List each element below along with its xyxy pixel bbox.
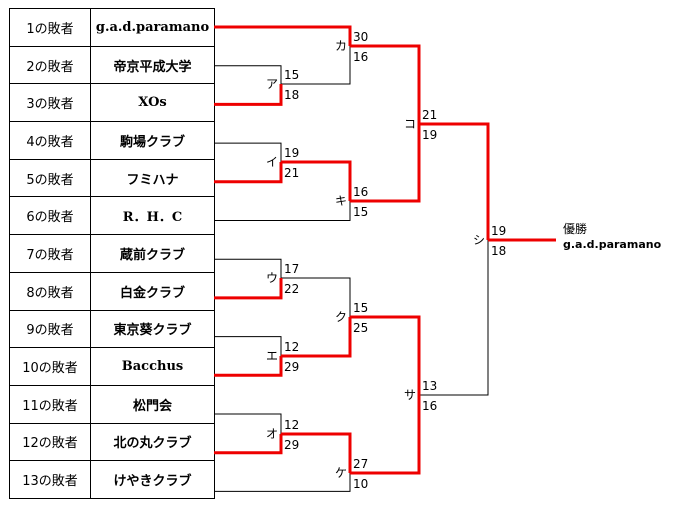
seed-row: 13の敗者けやきクラブ: [9, 460, 215, 499]
seed-row: 12の敗者北の丸クラブ: [9, 422, 215, 462]
seed-team: 帝京平成大学: [90, 45, 215, 85]
seed-slot: 6の敗者: [9, 196, 91, 236]
match-i-top-line: [214, 142, 282, 162]
match-ki-bottom-score: 15: [353, 205, 368, 219]
match-ko-bottom-score: 19: [422, 128, 437, 142]
seed-slot: 8の敗者: [9, 271, 91, 311]
match-ki-label: キ: [335, 194, 347, 208]
match-shi-top-score: 19: [491, 224, 506, 238]
match-e-bottom-score: 29: [284, 360, 299, 374]
seed-team: 蔵前クラブ: [90, 234, 215, 273]
match-shi-top-line: [419, 122, 490, 240]
match-ka-top-score: 30: [353, 30, 368, 44]
match-u-top-line: [214, 258, 282, 278]
match-ko-label: コ: [404, 117, 416, 131]
match-ki-top-line: [281, 160, 352, 201]
seed-row: 8の敗者白金クラブ: [9, 271, 215, 311]
match-e-label: エ: [266, 349, 278, 363]
match-i-bottom-line: [214, 162, 283, 184]
match-a-bottom-score: 18: [284, 88, 299, 102]
match-e-bottom-line: [214, 356, 283, 377]
match-a-top-score: 15: [284, 68, 299, 82]
match-o-label: オ: [266, 427, 278, 441]
match-u-top-score: 17: [284, 262, 299, 276]
seed-row: 2の敗者帝京平成大学: [9, 45, 215, 85]
match-sa-bottom-score: 16: [422, 399, 437, 413]
seed-slot: 11の敗者: [9, 384, 91, 424]
seed-slot: 9の敗者: [9, 309, 91, 349]
seed-slot: 5の敗者: [9, 158, 91, 198]
match-ko-top-score: 21: [422, 108, 437, 122]
match-shi-label: シ: [473, 233, 485, 247]
seed-row: 11の敗者松門会: [9, 384, 215, 424]
match-e-top-line: [214, 336, 282, 356]
champion-block: 優勝 g.a.d.paramano: [563, 222, 661, 252]
match-a-top-line: [214, 65, 282, 84]
match-shi-bottom-score: 18: [491, 244, 506, 258]
seed-slot: 1の敗者: [9, 8, 91, 47]
match-ku-top-line: [281, 277, 351, 317]
match-i-top-score: 19: [284, 146, 299, 160]
seed-team: けやきクラブ: [90, 460, 215, 499]
match-o-bottom-score: 29: [284, 438, 299, 452]
champion-title: 優勝: [563, 222, 588, 236]
match-ku-label: ク: [335, 310, 347, 324]
seed-team: 駒場クラブ: [90, 121, 215, 160]
match-ka-bottom-score: 16: [353, 50, 368, 64]
match-ku-top-score: 15: [353, 301, 368, 315]
match-sa-top-score: 13: [422, 379, 437, 393]
match-i-bottom-score: 21: [284, 166, 299, 180]
seed-row: 7の敗者蔵前クラブ: [9, 234, 215, 273]
match-o-top-score: 12: [284, 418, 299, 432]
match-ke-bottom-score: 10: [353, 477, 368, 491]
match-u-bottom-line: [214, 278, 283, 300]
seed-row: 4の敗者駒場クラブ: [9, 121, 215, 160]
seed-team: 北の丸クラブ: [90, 422, 215, 462]
champion-team: g.a.d.paramano: [563, 238, 662, 251]
match-sa-bottom-line: [350, 395, 421, 475]
match-ku-bottom-score: 25: [353, 321, 368, 335]
match-u-bottom-score: 22: [284, 282, 299, 296]
seed-team: g.a.d.paramano: [90, 8, 215, 47]
seed-team: フミハナ: [90, 158, 215, 198]
match-ke-label: ケ: [335, 466, 347, 480]
match-shi-bottom-line: [419, 240, 489, 396]
seed-team: 白金クラブ: [90, 271, 215, 311]
match-ka-bottom-line: [281, 46, 351, 85]
seed-slot: 13の敗者: [9, 460, 91, 499]
match-ki-top-score: 16: [353, 185, 368, 199]
match-ki-bottom-line: [214, 201, 351, 221]
match-ka-top-line: [214, 25, 352, 46]
match-ko-bottom-line: [350, 124, 421, 203]
match-sa-label: サ: [404, 388, 416, 402]
match-ke-bottom-line: [214, 473, 351, 492]
match-ku-bottom-line: [281, 317, 352, 358]
match-ka-label: カ: [335, 39, 347, 53]
match-a-label: ア: [266, 77, 278, 91]
match-ko-top-line: [350, 44, 421, 124]
seed-team: R．H．C: [90, 196, 215, 236]
seed-team: XOs: [90, 83, 215, 123]
seed-slot: 4の敗者: [9, 121, 91, 160]
match-a-bottom-line: [214, 84, 283, 106]
seed-row: 9の敗者東京葵クラブ: [9, 309, 215, 349]
match-ke-top-score: 27: [353, 457, 368, 471]
match-o-bottom-line: [214, 434, 283, 455]
seed-team: Bacchus: [90, 347, 215, 386]
match-sa-top-line: [350, 315, 421, 395]
match-i-label: イ: [266, 155, 278, 169]
match-o-top-line: [214, 413, 282, 434]
match-u-label: ウ: [266, 271, 278, 285]
match-ke-top-line: [281, 432, 352, 473]
seed-row: 5の敗者フミハナ: [9, 158, 215, 198]
match-e-top-score: 12: [284, 340, 299, 354]
